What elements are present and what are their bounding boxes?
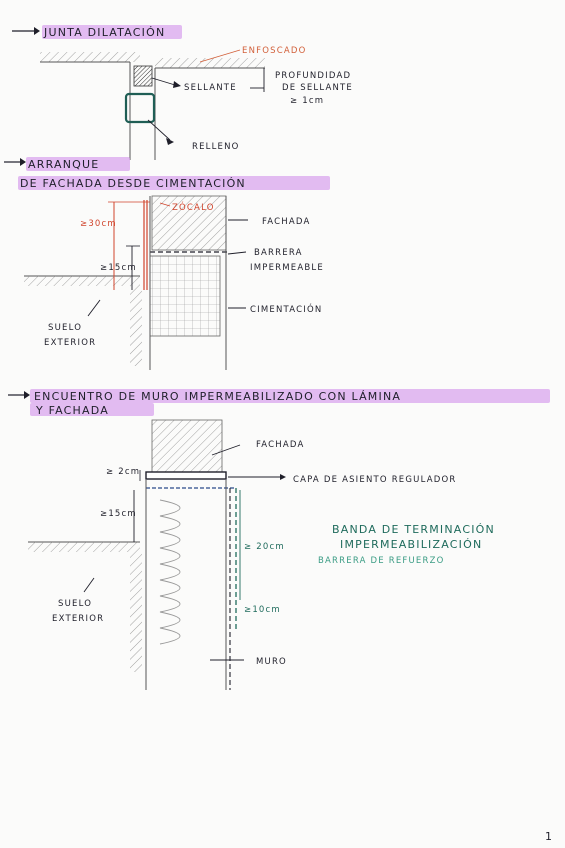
fachada-wall: [151, 195, 227, 251]
ground-side-hatch: [130, 286, 142, 366]
sellante-block: [133, 65, 153, 87]
label-profundidad-3: ≥ 1cm: [290, 96, 324, 106]
label-enfoscado: ENFOSCADO: [242, 46, 307, 56]
title-highlight: [18, 176, 330, 190]
cimentacion-block: [149, 255, 221, 337]
section-3-title-2: Y FACHADA: [35, 404, 109, 417]
relleno-block: [124, 92, 156, 124]
label-relleno: RELLENO: [192, 142, 240, 152]
label-barrera-2: IMPERMEABLE: [250, 263, 324, 273]
title-arrow-head: [24, 391, 30, 399]
section-1-title: JUNTA DILATACIÓN: [43, 26, 165, 39]
wall-plaster-left: [40, 52, 140, 62]
leader-arrow: [173, 81, 181, 88]
page-number: 1: [545, 830, 553, 843]
label-fachada: FACHADA: [262, 217, 311, 227]
title-arrow-head: [20, 158, 26, 166]
section-2-title-1: ARRANQUE: [28, 158, 99, 171]
label-dim-30: ≥30cm: [80, 219, 117, 229]
label-muro: MURO: [256, 657, 287, 667]
label-capa: CAPA DE ASIENTO REGULADOR: [293, 475, 456, 485]
label-barrera-refuerzo: BARRERA DE REFUERZO: [318, 556, 445, 566]
label-dim-20: ≥ 20cm: [244, 542, 285, 552]
leader-relleno: [147, 119, 171, 141]
title-highlight: [30, 389, 550, 403]
leader-arrow: [280, 474, 286, 480]
section-junta-dilatacion: JUNTA DILATACIÓN ENFOSCADO SELLANTE PROF…: [12, 25, 353, 160]
label-profundidad-2: DE SELLANTE: [282, 83, 353, 93]
label-profundidad-1: PROFUNDIDAD: [275, 71, 351, 81]
label-suelo-3-1: SUELO: [58, 599, 92, 609]
label-cimentacion: CIMENTACIÓN: [250, 303, 322, 315]
section-2-title-2: DE FACHADA DESDE CIMENTACIÓN: [20, 177, 246, 190]
label-dim-15-3: ≥15cm: [100, 509, 137, 519]
title-highlight: [42, 25, 182, 39]
section-3-title-1: ENCUENTRO DE MURO IMPERMEABILIZADO CON L…: [34, 390, 401, 403]
label-barrera-1: BARRERA: [254, 248, 303, 258]
label-banda-2: IMPERMEABILIZACIÓN: [340, 538, 482, 551]
leader-arrow: [166, 138, 174, 145]
label-suelo-1: SUELO: [48, 323, 82, 333]
title-highlight: [26, 157, 130, 171]
section-arranque-fachada: ARRANQUE DE FACHADA DESDE CIMENTACIÓN ZÓ…: [4, 157, 330, 370]
label-zocalo: ZÓCALO: [172, 201, 215, 213]
label-banda-1: BANDA DE TERMINACIÓN: [332, 523, 495, 536]
leader-barrera: [227, 251, 247, 255]
title-highlight: [30, 403, 154, 416]
label-sellante: SELLANTE: [184, 83, 237, 93]
title-arrow-head: [34, 27, 40, 35]
label-dim-10: ≥10cm: [244, 605, 281, 615]
wall-plaster-right: [155, 58, 265, 68]
section-encuentro-muro: ENCUENTRO DE MURO IMPERMEABILIZADO CON L…: [8, 389, 550, 690]
leader-fachada: [211, 444, 241, 456]
ground-hatch: [28, 542, 140, 552]
label-suelo-3-2: EXTERIOR: [52, 614, 104, 624]
leader-suelo: [83, 577, 95, 593]
label-suelo-2: EXTERIOR: [44, 338, 96, 348]
muro-insulation: [159, 499, 181, 645]
ground-side-hatch: [130, 552, 142, 672]
leader-sellante: [151, 77, 176, 86]
leader-suelo: [87, 299, 101, 317]
leader-enfoscado: [199, 49, 241, 63]
label-dim-2: ≥ 2cm: [106, 467, 140, 477]
fachada-wall: [151, 419, 223, 473]
leader-zocalo: [159, 202, 171, 207]
label-dim-15: ≥15cm: [100, 263, 137, 273]
capa-asiento: [145, 471, 227, 480]
label-fachada-3: FACHADA: [256, 440, 305, 450]
ground-hatch: [24, 276, 140, 286]
